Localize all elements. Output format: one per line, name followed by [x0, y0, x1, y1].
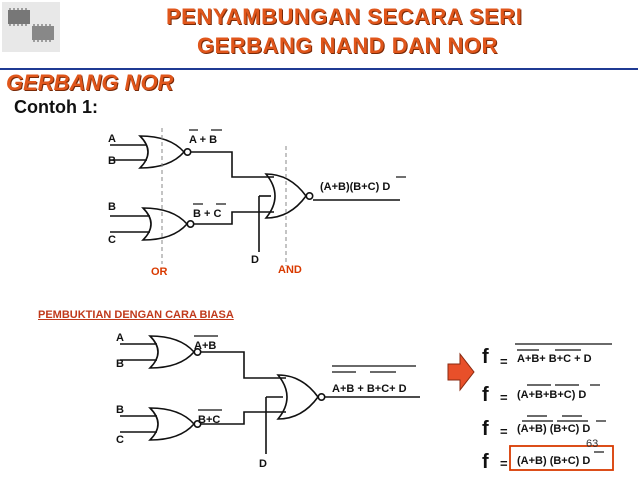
label-and: AND — [278, 264, 302, 276]
result-box — [509, 445, 614, 471]
gate2-output-label: B+C — [198, 414, 221, 426]
nor-gate-4 — [148, 335, 202, 369]
final-output-label: (A+B)(B+C) D — [320, 181, 391, 193]
eq4-symbol: f — [482, 451, 489, 473]
eq3-expression: (A+B) (B+C) D — [517, 423, 591, 435]
nor-gate-3 — [264, 173, 314, 219]
input-c: C — [108, 234, 116, 246]
wire — [191, 151, 274, 178]
right-arrow-icon — [447, 352, 475, 392]
title-line-2: GERBANG NAND DAN NOR — [197, 33, 498, 58]
input-d: D — [259, 458, 267, 470]
wire — [201, 411, 286, 425]
eq3-symbol: f — [482, 418, 489, 440]
nor-gate-5 — [148, 407, 202, 441]
example-title: Contoh 1: — [14, 97, 98, 117]
nor-gate-6 — [276, 374, 326, 420]
eq1-equals: = — [500, 354, 508, 369]
nor-gate-2 — [141, 207, 195, 241]
input-a: A — [108, 133, 116, 145]
nor-gate-1 — [138, 135, 192, 169]
eq1-expression: A+B+ B+C + D — [517, 353, 592, 365]
input-c: C — [116, 434, 124, 446]
eq4-expression: (A+B) (B+C) D — [517, 455, 591, 467]
input-b: B — [116, 358, 124, 370]
eq3-equals: = — [500, 424, 508, 439]
gate1-output-label: A+B — [194, 340, 217, 352]
eq1-symbol: f — [482, 346, 489, 368]
eq2-expression: (A+B+B+C) D — [517, 389, 587, 401]
eq4-equals: = — [500, 456, 508, 471]
proof-title: PEMBUKTIAN DENGAN CARA BIASA — [38, 309, 234, 321]
eq2-symbol: f — [482, 384, 489, 406]
gate1-output-label: A + B — [189, 134, 218, 146]
input-a: A — [116, 332, 124, 344]
chip-thumbnail-icon — [2, 2, 60, 52]
final-output-label: A+B + B+C+ D — [332, 383, 407, 395]
input-d: D — [251, 254, 259, 266]
wire — [194, 211, 274, 225]
title-divider — [0, 68, 638, 70]
eq2-equals: = — [500, 390, 508, 405]
gate2-output-label: B + C — [193, 208, 222, 220]
page-number: 63 — [586, 438, 599, 450]
section-title: GERBANG NOR — [6, 70, 174, 95]
title-line-1: PENYAMBUNGAN SECARA SERI — [166, 4, 523, 29]
input-b: B — [108, 155, 116, 167]
input-b: B — [116, 404, 124, 416]
input-b: B — [108, 201, 116, 213]
wire — [201, 351, 286, 379]
label-or: OR — [151, 266, 168, 278]
